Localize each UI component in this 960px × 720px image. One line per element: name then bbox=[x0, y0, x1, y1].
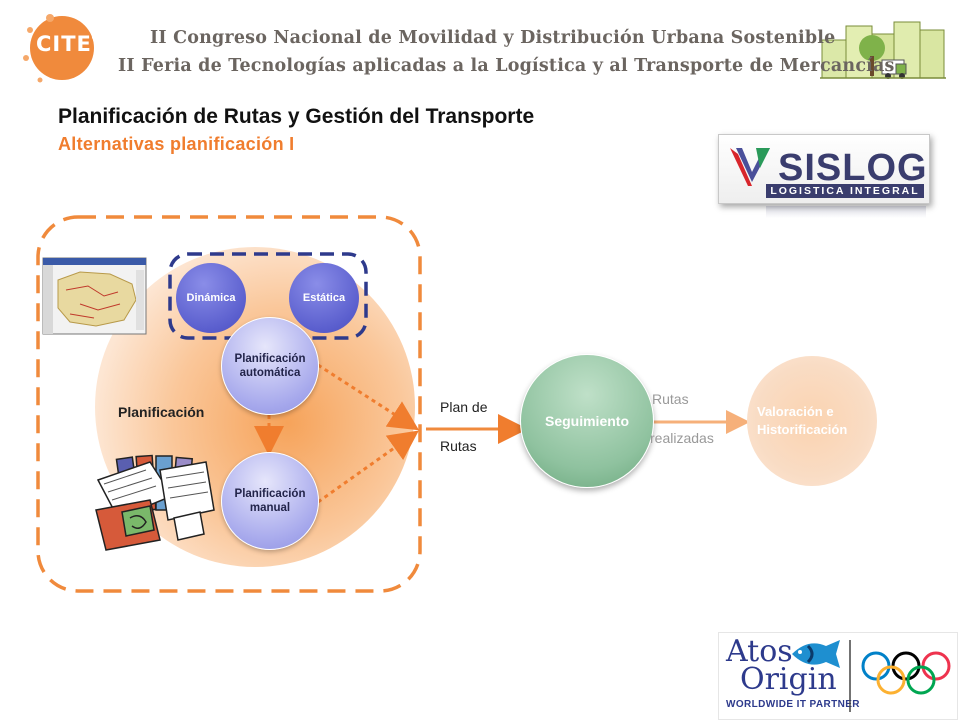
plan-auto-line-2: automática bbox=[239, 367, 301, 379]
planning-modes-dashed-frame bbox=[168, 252, 368, 340]
sislog-reflection bbox=[766, 206, 926, 218]
paper-files-icon bbox=[95, 454, 215, 551]
header-line-1: II Congreso Nacional de Movilidad y Dist… bbox=[150, 28, 836, 48]
map-screenshot-icon bbox=[42, 257, 147, 335]
atos-tagline: WORLDWIDE IT PARTNER bbox=[726, 699, 860, 710]
planificacion-automatica-node: Planificación automática bbox=[221, 317, 319, 415]
auto-to-plan-arrow bbox=[317, 363, 420, 431]
plan-auto-line-1: Planificación bbox=[234, 353, 306, 365]
rutas-realizadas-label-1: Rutas bbox=[652, 391, 689, 407]
valoracion-line-1: Valoración e bbox=[757, 404, 834, 419]
planificacion-label: Planificación bbox=[118, 404, 205, 420]
rutas-label: Rutas bbox=[440, 438, 477, 454]
planificacion-manual-node: Planificación manual bbox=[221, 452, 319, 550]
header-graphics bbox=[23, 14, 946, 83]
planificacion-dashed-frame bbox=[36, 215, 422, 593]
atos-text: Atos bbox=[726, 634, 793, 669]
rutas-realizadas-label-2: realizadas bbox=[650, 430, 714, 446]
page-title: Planificación de Rutas y Gestión del Tra… bbox=[58, 105, 535, 128]
origin-text: Origin bbox=[740, 662, 837, 697]
manual-to-plan-arrow bbox=[317, 430, 419, 504]
estatica-node: Estática bbox=[289, 263, 359, 333]
sislog-shield-icon bbox=[730, 148, 770, 186]
seguimiento-node: Seguimiento bbox=[520, 354, 654, 488]
citet-logo-text: CITET bbox=[36, 32, 108, 56]
plan-manual-line-2: manual bbox=[249, 502, 291, 514]
citet-logo bbox=[23, 14, 94, 83]
page-subtitle: Alternativas planificación I bbox=[58, 134, 295, 154]
valoracion-line-2: Historificación bbox=[757, 422, 848, 437]
sislog-tagline: LOGISTICA INTEGRAL bbox=[766, 184, 924, 198]
fish-icon bbox=[792, 640, 840, 668]
plan-de-label: Plan de bbox=[440, 399, 488, 415]
plan-manual-line-1: Planificación bbox=[234, 488, 306, 500]
header-line-2: II Feria de Tecnologías aplicadas a la L… bbox=[118, 56, 895, 76]
olympic-rings-icon bbox=[849, 640, 951, 712]
dinamica-node: Dinámica bbox=[176, 263, 246, 333]
sislog-name: SISLOG bbox=[778, 147, 928, 189]
valoracion-node: Valoración e Historificación bbox=[747, 356, 877, 486]
city-skyline-icon bbox=[820, 21, 946, 79]
